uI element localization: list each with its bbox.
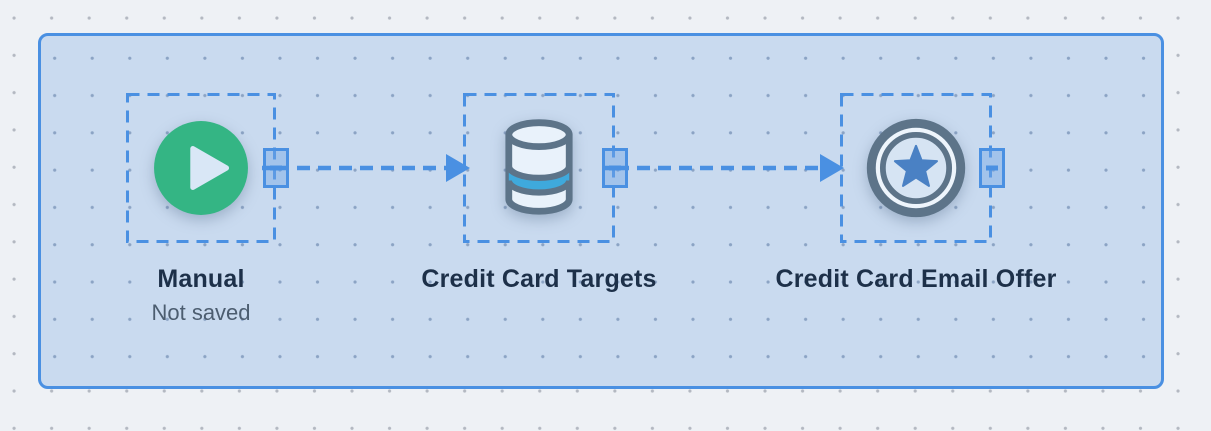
play-icon [152, 119, 250, 217]
node-label-credit-card-email-offer: Credit Card Email Offer [775, 265, 1057, 293]
star-badge-icon [866, 118, 967, 219]
node-status-not-saved: Not saved [151, 300, 251, 325]
node-output-port[interactable] [602, 148, 628, 188]
port-nub-icon [986, 165, 998, 171]
star-glyph [893, 144, 938, 187]
port-nub-icon [270, 165, 282, 171]
node-output-port[interactable] [263, 148, 289, 188]
node-output-port[interactable] [979, 148, 1005, 188]
journey-canvas[interactable] [38, 33, 1164, 389]
database-icon [489, 118, 589, 218]
port-nub-icon [609, 165, 621, 171]
node-label-manual: Manual [157, 265, 245, 293]
flow-node-credit-card-email-offer[interactable] [840, 93, 1005, 243]
flow-node-manual[interactable] [126, 93, 289, 243]
node-label-credit-card-targets: Credit Card Targets [421, 265, 657, 293]
flow-node-credit-card-targets[interactable] [463, 93, 628, 243]
